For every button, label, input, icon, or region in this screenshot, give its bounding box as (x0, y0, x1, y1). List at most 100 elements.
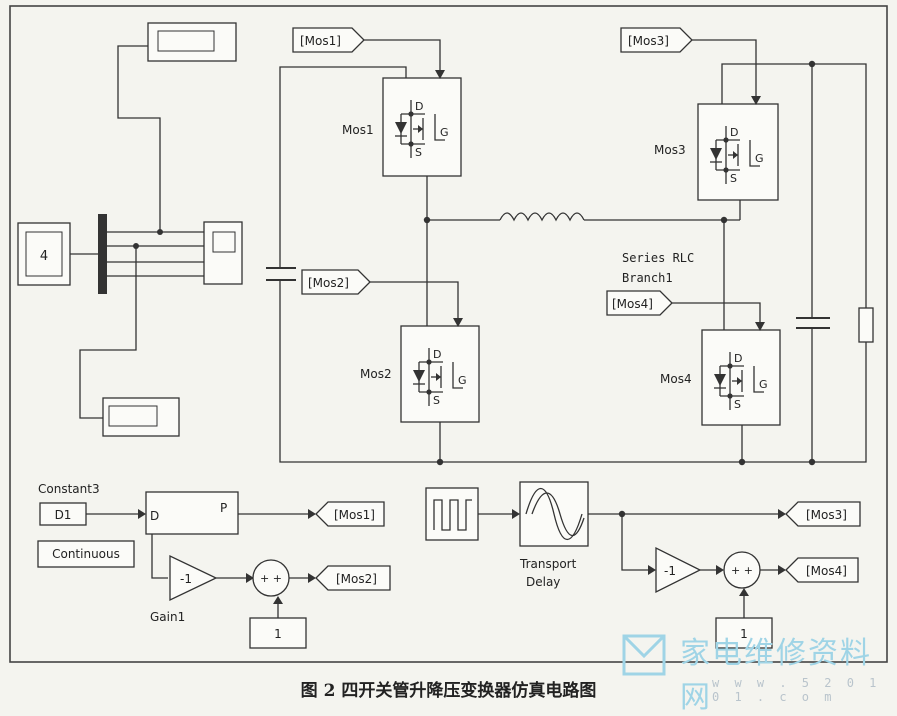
watermark-text: 家电维修资料网 (680, 636, 872, 715)
arrowhead (308, 509, 316, 519)
gate-wire (672, 302, 761, 324)
junction (157, 229, 163, 235)
goto-tag-mos1[interactable] (315, 501, 385, 527)
const-one-a[interactable] (249, 617, 307, 649)
mosfet-mos2[interactable]: D S G (400, 325, 480, 423)
ground-rail (279, 280, 867, 463)
inductor[interactable] (499, 212, 585, 222)
from-tag-mos4[interactable] (606, 290, 673, 316)
transport-delay-label-2: Delay (526, 575, 560, 589)
mos3-g: G (755, 152, 764, 165)
from-mos3-text: [Mos3] (628, 34, 669, 48)
arrowhead (751, 96, 761, 105)
figure-caption: 图 2 四开关管升降压变换器仿真电路图 (300, 681, 597, 701)
arrowhead (246, 573, 254, 583)
from-mos2-text: [Mos2] (308, 276, 349, 290)
mos1-label: Mos1 (342, 123, 374, 137)
scope-block[interactable] (203, 221, 243, 285)
pwm-out: P (220, 501, 227, 515)
gain1-label: Gain1 (150, 610, 185, 624)
mosfet-mos4[interactable]: D S G (701, 329, 781, 426)
gain2-value: -1 (664, 564, 676, 578)
arrowhead (778, 509, 786, 519)
goto-tag-mos2[interactable] (315, 565, 391, 591)
arrowhead (273, 596, 283, 604)
arrowhead (778, 565, 786, 575)
from-mos4-text: [Mos4] (612, 297, 653, 311)
mos2-label: Mos2 (360, 367, 392, 381)
mos3-label: Mos3 (654, 143, 686, 157)
arrowhead (512, 509, 520, 519)
const-one-b[interactable] (715, 617, 773, 649)
arrowhead (453, 318, 463, 327)
mux-block[interactable] (98, 214, 107, 294)
wire (79, 246, 137, 419)
arrowhead (435, 70, 445, 79)
pulse-generator[interactable] (425, 487, 479, 541)
mos2-s: S (433, 394, 440, 407)
goto-tag-mos4[interactable] (785, 557, 859, 583)
transport-delay-label-1: Transport (519, 557, 577, 571)
rlc-label-1: Series RLC (622, 251, 694, 265)
const-one-a-text: 1 (274, 627, 282, 641)
goto-mos2-text: [Mos2] (336, 572, 377, 586)
goto-tag-mos3[interactable] (785, 501, 861, 527)
sum1-signs: + + (260, 572, 282, 585)
wire (117, 45, 161, 232)
arrowhead (755, 322, 765, 331)
junction (436, 458, 444, 466)
watermark-url: w w w . 5 2 0 1 0 1 . c o m (712, 676, 881, 704)
constant3-label: Constant3 (38, 482, 100, 496)
display-bottom-screen (108, 405, 158, 427)
from-mos1-text: [Mos1] (300, 34, 341, 48)
goto-mos4-text: [Mos4] (806, 564, 847, 578)
gain2-block[interactable] (655, 546, 702, 594)
load-resistor[interactable] (858, 307, 874, 343)
gain1-block[interactable] (169, 554, 218, 602)
gain1-value: -1 (180, 572, 192, 586)
junction (133, 243, 139, 249)
gate-wire (364, 39, 441, 72)
gate-wire (692, 39, 757, 98)
mos3-d: D (730, 126, 738, 139)
diagram-frame (9, 5, 888, 663)
watermark-logo (622, 634, 666, 676)
mos2-g: G (458, 374, 467, 387)
goto-mos3-text: [Mos3] (806, 508, 847, 522)
mos3-s: S (730, 172, 737, 185)
mos1-s: S (415, 146, 422, 159)
wire (151, 534, 168, 579)
goto-mos1-text: [Mos1] (334, 508, 375, 522)
mosfet-mos3[interactable]: D S G (697, 103, 779, 201)
junction (738, 458, 746, 466)
mos1-d: D (415, 100, 423, 113)
display-bottom[interactable] (102, 397, 180, 437)
mosfet-mos1[interactable]: D S G (382, 77, 462, 177)
powergui-block[interactable] (37, 540, 135, 568)
from-tag-mos1[interactable] (292, 27, 365, 53)
constant-inner (25, 231, 63, 277)
mos1-g: G (440, 126, 449, 139)
arrowhead (308, 573, 316, 583)
rlc-label-2: Branch1 (622, 271, 673, 285)
constant-block[interactable] (17, 222, 71, 286)
arrowhead (648, 565, 656, 575)
pwm-generator[interactable] (145, 491, 239, 535)
from-tag-mos2[interactable] (301, 269, 371, 295)
mos2-d: D (433, 348, 441, 361)
mos4-label: Mos4 (660, 372, 692, 386)
output-rail (721, 63, 867, 308)
scope-screen (212, 231, 236, 253)
delay-wave-2 (531, 492, 585, 537)
constant-value: 4 (40, 249, 48, 264)
mos4-g: G (759, 378, 768, 391)
arrowhead (716, 565, 724, 575)
wire (621, 514, 650, 571)
gate-wire (370, 281, 459, 320)
pwm-in: D (150, 509, 159, 523)
display-top-screen (157, 30, 215, 52)
from-tag-mos3[interactable] (620, 27, 693, 53)
display-top[interactable] (147, 22, 237, 62)
